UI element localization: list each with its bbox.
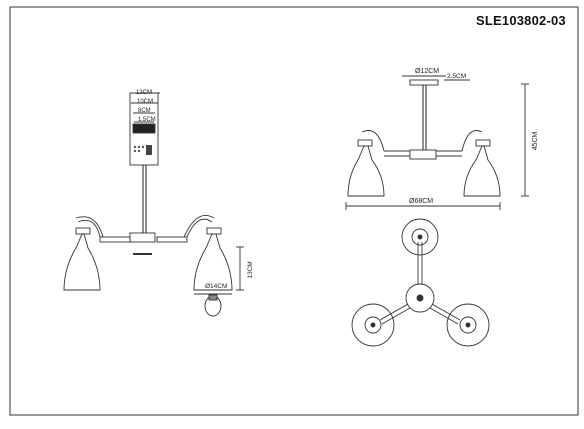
right-view-right-joint xyxy=(475,139,491,147)
drawing-frame xyxy=(9,6,579,416)
dim-label-13cm: 13CM xyxy=(136,90,152,96)
left-arm xyxy=(99,236,131,243)
left-lamp-joint xyxy=(75,227,91,235)
right-elevation-view: Ø12CM 2.5CM Ø68CM 45CM xyxy=(345,68,539,210)
plan-top-shade xyxy=(401,218,439,256)
total-width-label: Ø68CM xyxy=(409,198,433,205)
plan-left-shade xyxy=(351,303,395,347)
center-hub xyxy=(129,232,156,243)
shade-height-label: 13CM xyxy=(247,261,254,278)
bulb-base xyxy=(208,294,218,301)
shade-diameter-label: Ø14CM xyxy=(205,283,227,290)
plan-center-disc xyxy=(405,283,435,313)
plan-view xyxy=(351,218,490,347)
left-lamp-curve xyxy=(77,219,101,238)
right-lamp-curve xyxy=(186,218,213,238)
right-view-left-shade xyxy=(347,145,385,197)
dim-label-1-5cm: 1.5CM xyxy=(138,117,156,123)
right-view-left-curve xyxy=(361,130,385,152)
canopy-height-label: 2.5CM xyxy=(447,73,466,80)
terminal-block xyxy=(132,123,156,134)
product-code: SLE103802-03 xyxy=(476,13,566,28)
left-elevation-view: 13CM 10CM 8CM 1.5CM 13CM xyxy=(63,90,254,317)
plan-right-shade xyxy=(446,303,490,347)
canopy xyxy=(409,79,439,86)
canopy-diameter-label: Ø12CM xyxy=(415,68,439,75)
mount-screw-icon xyxy=(146,145,152,155)
dim-label-8cm: 8CM xyxy=(138,108,151,114)
right-arm xyxy=(156,236,188,243)
right-view-right-curve xyxy=(461,130,483,152)
right-center-hub xyxy=(409,149,437,160)
right-lamp-joint xyxy=(206,227,222,235)
right-view-left-joint xyxy=(357,139,373,147)
right-view-right-shade xyxy=(463,145,501,197)
left-shade xyxy=(63,233,101,291)
total-height-label: 45CM xyxy=(532,132,539,151)
right-shade xyxy=(193,233,233,291)
dim-label-10cm: 10CM xyxy=(137,99,153,105)
